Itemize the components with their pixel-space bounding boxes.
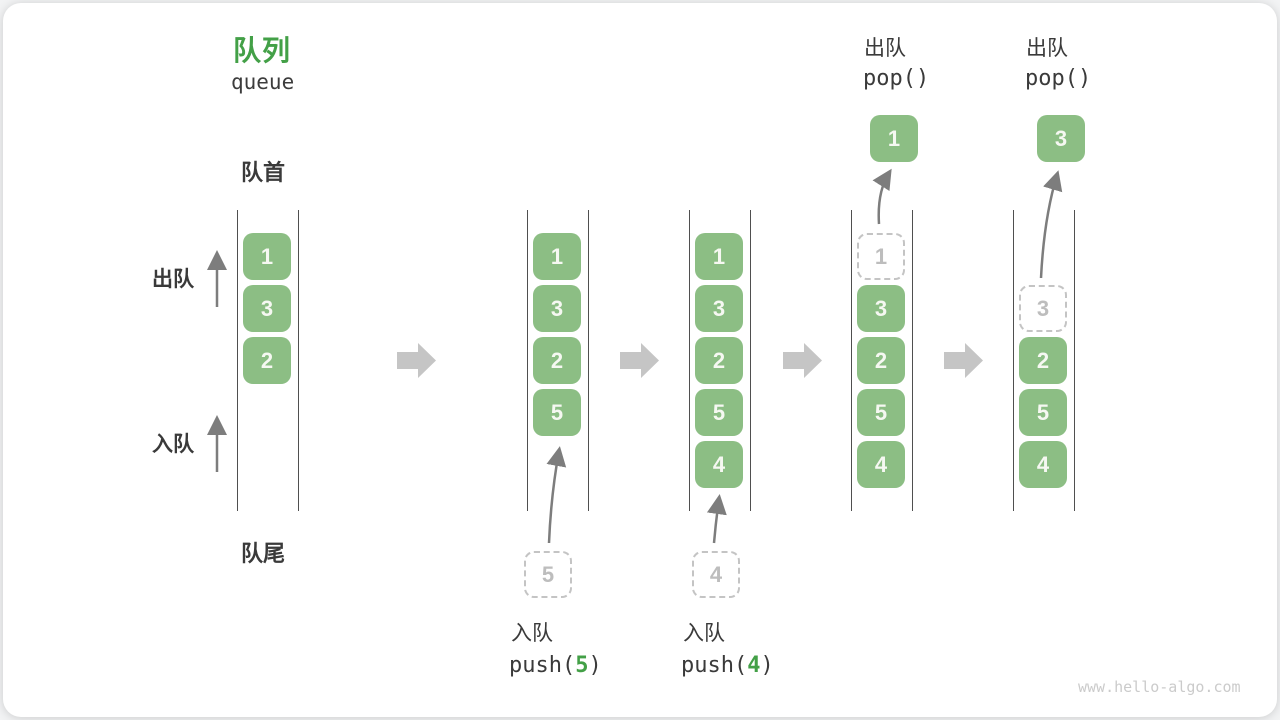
queue-element: 1	[243, 233, 291, 280]
queue-column-push5: 1 3 2 5	[527, 210, 589, 511]
queue-element: 4	[695, 441, 743, 488]
queue-rear-label: 队尾	[241, 541, 286, 566]
removed-element-ghost: 3	[1019, 285, 1067, 332]
dequeue-op-label: 出队	[1026, 37, 1068, 60]
dequeue-op-code: pop()	[863, 66, 930, 91]
figure-title-en: queue	[231, 70, 295, 94]
op-fn: push(	[509, 653, 576, 678]
op-fn: push(	[681, 653, 748, 678]
queue-element: 2	[857, 337, 905, 384]
queue-element: 2	[1019, 337, 1067, 384]
queue-element: 3	[695, 285, 743, 332]
queue-front-label: 队首	[241, 160, 286, 185]
incoming-element-ghost: 4	[692, 551, 740, 598]
figure-card	[3, 3, 1277, 717]
queue-element: 1	[533, 233, 581, 280]
dequeue-op-code: pop()	[1025, 66, 1092, 91]
removed-element-ghost: 1	[857, 233, 905, 280]
queue-element: 5	[695, 389, 743, 436]
figure-title-zh: 队列	[233, 35, 292, 66]
op-arg: 4	[747, 653, 761, 678]
queue-element: 3	[243, 285, 291, 332]
dequeue-side-label: 出队	[152, 268, 194, 291]
queue-element: 2	[243, 337, 291, 384]
queue-element: 1	[695, 233, 743, 280]
queue-element: 3	[533, 285, 581, 332]
enqueue-op-label: 入队	[511, 622, 553, 645]
op-close: )	[760, 653, 774, 678]
watermark: www.hello-algo.com	[1078, 678, 1241, 696]
queue-element: 5	[1019, 389, 1067, 436]
queue-element: 2	[533, 337, 581, 384]
incoming-element-ghost: 5	[524, 551, 572, 598]
enqueue-op-code: push(5)	[509, 653, 602, 678]
enqueue-op-code: push(4)	[681, 653, 774, 678]
op-arg: 5	[575, 653, 589, 678]
op-close: )	[588, 653, 602, 678]
queue-element: 5	[857, 389, 905, 436]
popped-element: 1	[870, 115, 918, 162]
queue-element: 2	[695, 337, 743, 384]
queue-column-initial: 1 3 2	[237, 210, 299, 511]
enqueue-side-label: 入队	[152, 433, 194, 456]
queue-element: 4	[857, 441, 905, 488]
queue-element: 3	[857, 285, 905, 332]
queue-column-pop3: 3 2 5 4	[1013, 210, 1075, 511]
dequeue-op-label: 出队	[864, 37, 906, 60]
queue-column-pop1: 1 3 2 5 4	[851, 210, 913, 511]
queue-element: 5	[533, 389, 581, 436]
enqueue-op-label: 入队	[683, 622, 725, 645]
popped-element: 3	[1037, 115, 1085, 162]
queue-column-push4: 1 3 2 5 4	[689, 210, 751, 511]
queue-element: 4	[1019, 441, 1067, 488]
